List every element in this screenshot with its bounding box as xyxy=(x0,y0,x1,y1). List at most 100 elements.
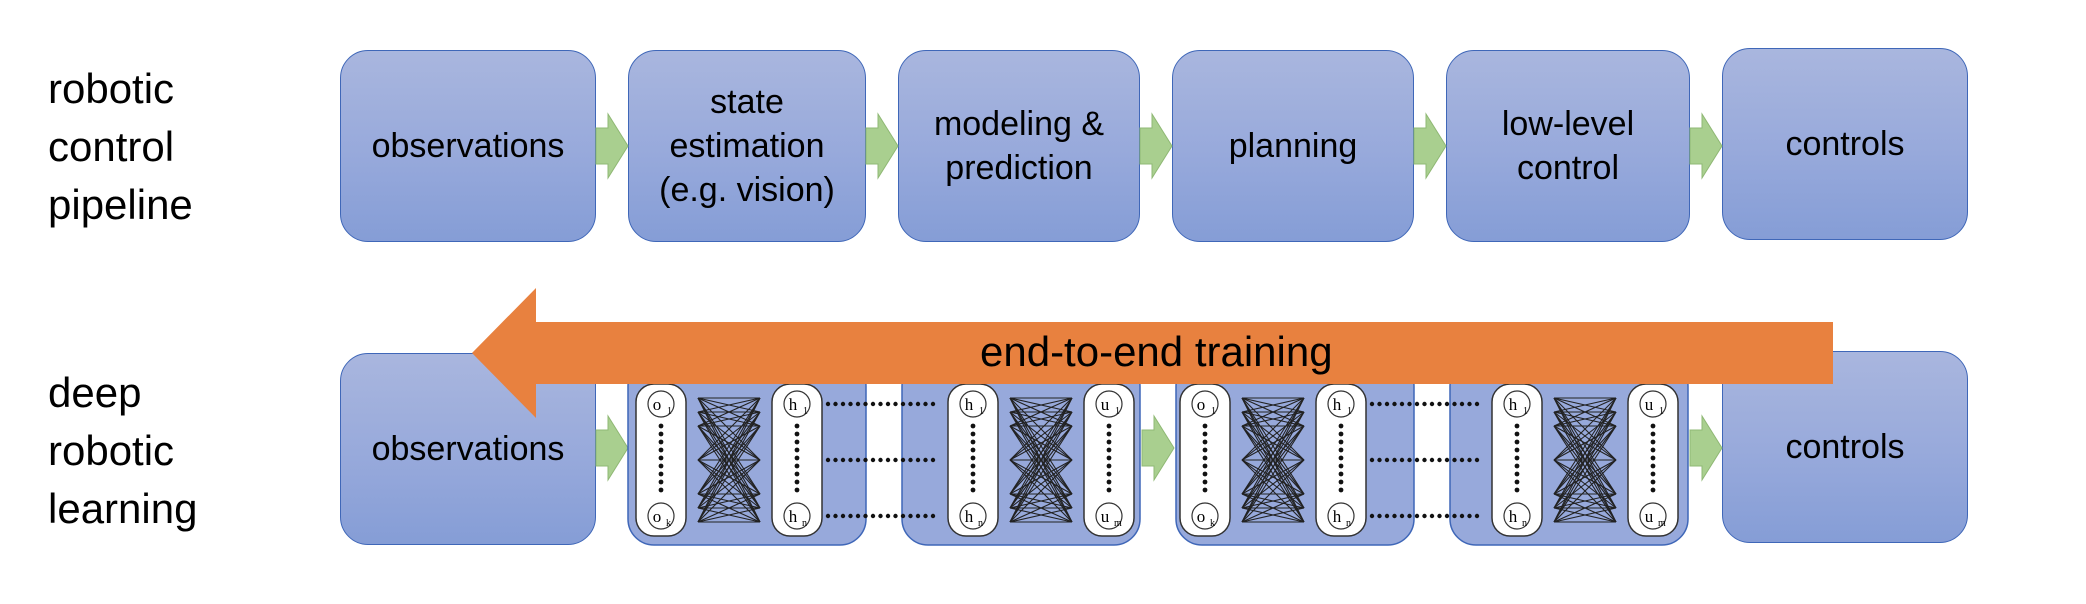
node-subscript: 1 xyxy=(1115,406,1120,417)
dot xyxy=(893,401,898,407)
node-label: u xyxy=(1101,507,1110,526)
dot xyxy=(900,401,906,407)
node-label: o xyxy=(653,395,662,414)
row-label-line: robotic xyxy=(48,65,175,112)
dot xyxy=(900,457,906,463)
dot xyxy=(970,439,976,445)
dot xyxy=(885,457,891,463)
dot xyxy=(658,471,664,477)
dot xyxy=(658,423,664,429)
dotted-connector xyxy=(1369,457,1480,463)
dot xyxy=(1338,423,1344,429)
connection xyxy=(1553,507,1617,523)
dot xyxy=(1384,401,1390,407)
dot xyxy=(848,401,853,407)
dot xyxy=(840,457,846,463)
node-label: h xyxy=(789,507,798,526)
stage-text: (e.g. vision) xyxy=(659,171,835,209)
green-arrow xyxy=(1689,414,1723,482)
connection xyxy=(697,397,761,427)
node-subscript: k xyxy=(666,518,671,529)
connection xyxy=(1553,397,1617,427)
dot xyxy=(870,513,876,519)
dot xyxy=(908,401,913,407)
dot xyxy=(794,463,800,469)
node-subscript: n xyxy=(802,518,807,529)
connection xyxy=(697,425,761,523)
dot xyxy=(893,457,898,463)
node-subscript: n xyxy=(1346,518,1351,529)
weight-connections xyxy=(697,397,761,523)
dot xyxy=(1414,401,1420,407)
dot xyxy=(1459,457,1465,463)
dot xyxy=(1650,471,1656,477)
row-label-deep-learning: deep robotic learning xyxy=(48,364,197,538)
node-label: h xyxy=(1509,395,1518,414)
dot xyxy=(833,513,838,519)
dot xyxy=(794,479,800,485)
dot xyxy=(1106,471,1112,477)
end-to-end-training-label: end-to-end training xyxy=(980,328,1333,375)
connection xyxy=(1009,397,1073,427)
dot xyxy=(923,401,928,407)
dot xyxy=(1106,431,1112,437)
connection xyxy=(1553,425,1617,461)
connection xyxy=(1241,425,1305,461)
dot xyxy=(1399,457,1405,463)
dot xyxy=(848,457,853,463)
stage-modeling-prediction: modeling & prediction xyxy=(898,50,1140,242)
connection xyxy=(1553,397,1617,509)
dotted-connector xyxy=(1369,513,1480,519)
connection xyxy=(697,397,761,495)
node-top xyxy=(959,390,987,418)
dot xyxy=(1384,457,1390,463)
node-label: h xyxy=(1509,507,1518,526)
green-arrow xyxy=(595,414,629,482)
dot xyxy=(1106,479,1112,485)
connection xyxy=(1553,459,1617,523)
stage-text: modeling & xyxy=(933,105,1105,143)
connection xyxy=(1241,493,1305,523)
node-bottom xyxy=(783,502,811,530)
dot xyxy=(825,513,831,519)
dot xyxy=(1407,513,1412,519)
dot xyxy=(878,513,883,519)
stage-text: observations xyxy=(371,127,565,165)
dot xyxy=(1202,447,1208,453)
dot xyxy=(1414,513,1420,519)
dot xyxy=(1650,455,1656,461)
dot xyxy=(1106,439,1112,445)
dot xyxy=(1369,457,1375,463)
dot xyxy=(1474,457,1480,463)
dotted-connector xyxy=(825,513,936,519)
connection xyxy=(1009,397,1073,509)
dot xyxy=(1650,431,1656,437)
dot xyxy=(1650,487,1656,493)
node-bottom xyxy=(1191,502,1219,530)
dot xyxy=(1377,457,1382,463)
dot xyxy=(1514,463,1520,469)
dot xyxy=(1202,471,1208,477)
connection xyxy=(1241,459,1305,509)
dot xyxy=(1452,401,1457,407)
dot xyxy=(1467,513,1472,519)
dot xyxy=(1202,439,1208,445)
node-top xyxy=(1191,390,1219,418)
dot xyxy=(1392,457,1397,463)
dot xyxy=(1650,447,1656,453)
connection xyxy=(1553,493,1617,523)
green-arrow xyxy=(1141,414,1175,482)
dot xyxy=(833,401,838,407)
dot xyxy=(1202,455,1208,461)
dot xyxy=(1384,513,1390,519)
dotted-connector xyxy=(825,457,936,463)
dot xyxy=(970,447,976,453)
dot xyxy=(1369,401,1375,407)
dot xyxy=(848,513,853,519)
connection xyxy=(1241,459,1305,523)
connection xyxy=(1009,425,1073,461)
dot xyxy=(1474,513,1480,519)
